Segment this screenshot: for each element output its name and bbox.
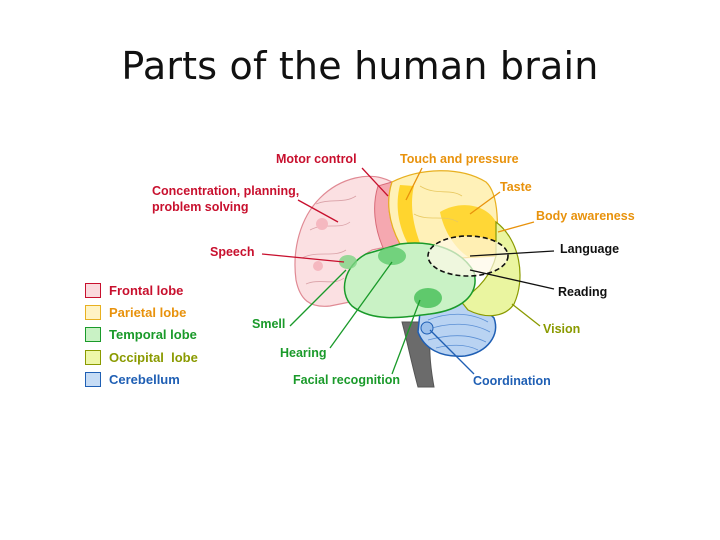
label-body-awareness: Body awareness — [536, 209, 635, 223]
label-reading: Reading — [558, 285, 607, 299]
legend-swatch-parietal — [85, 304, 101, 320]
legend-item-frontal: Frontal lobe — [85, 281, 183, 299]
legend-item-occipital: Occipital lobe — [85, 348, 198, 366]
label-vision: Vision — [543, 322, 580, 336]
legend-item-cerebellum: Cerebellum — [85, 370, 180, 388]
legend-swatch-occipital — [85, 349, 101, 365]
legend-swatch-frontal — [85, 282, 101, 298]
legend-swatch-cerebellum — [85, 371, 101, 387]
label-language: Language — [560, 242, 619, 256]
legend-label-parietal: Parietal lobe — [109, 304, 187, 320]
legend-label-cerebellum: Cerebellum — [109, 371, 180, 387]
legend-swatch-temporal — [85, 326, 101, 342]
label-hearing: Hearing — [280, 346, 327, 360]
label-speech: Speech — [210, 245, 254, 259]
legend-item-temporal: Temporal lobe — [85, 325, 197, 343]
label-motor-control: Motor control — [276, 152, 357, 166]
label-taste: Taste — [500, 180, 532, 194]
language-area — [427, 235, 509, 277]
legend-label-frontal: Frontal lobe — [109, 282, 184, 298]
label-coordination: Coordination — [473, 374, 551, 388]
label-facial-recognition: Facial recognition — [293, 373, 400, 387]
label-concentration-1: Concentration, planning, — [152, 184, 299, 198]
legend-item-parietal: Parietal lobe — [85, 303, 186, 321]
page-title: Parts of the human brain — [121, 44, 599, 88]
label-smell: Smell — [252, 317, 285, 331]
legend-label-temporal: Temporal lobe — [109, 326, 197, 342]
label-concentration-2: problem solving — [152, 200, 249, 214]
legend-label-occipital: Occipital lobe — [109, 349, 198, 365]
occipital-lobe-region — [459, 220, 521, 317]
label-touch-pressure: Touch and pressure — [400, 152, 519, 166]
